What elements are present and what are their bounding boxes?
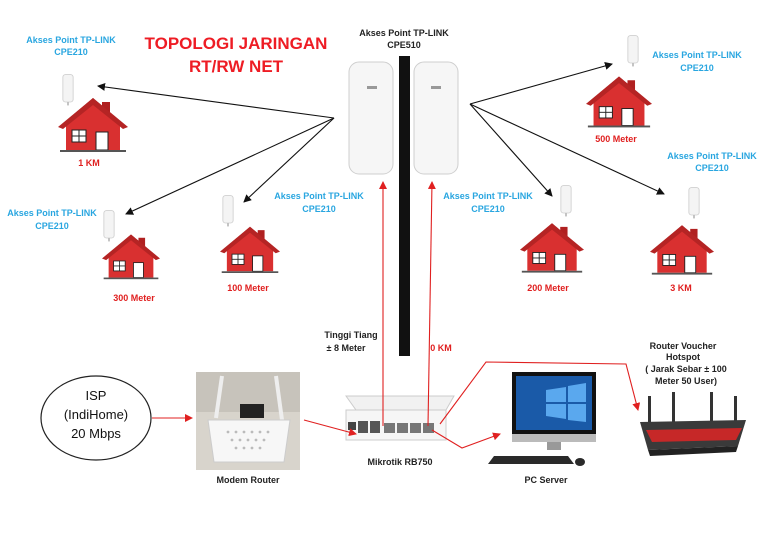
house-3km [650, 187, 714, 276]
tower-height-label-line2: ± 8 Meter [327, 343, 366, 353]
link-arrow-100m [243, 117, 335, 203]
voucher-router-label-line2: Hotspot [666, 352, 700, 362]
modem-router-label: Modem Router [217, 475, 280, 485]
link-modem-to-mikrotik [303, 419, 357, 437]
mikrotik-label: Mikrotik RB750 [367, 457, 432, 467]
center-access-point-right [413, 61, 459, 175]
isp-line3: 20 Mbps [71, 426, 121, 441]
tower-pole [399, 56, 410, 356]
house-1km [58, 74, 128, 152]
pc-server-label: PC Server [524, 475, 568, 485]
house-200m-ap-label-line1: Akses Point TP-LINK [443, 191, 533, 201]
house-200m-ap-label-line2: CPE210 [471, 204, 505, 214]
house-100m [220, 195, 280, 274]
link-mikrotik-to-pc [431, 429, 501, 449]
isp-line2: (IndiHome) [64, 407, 128, 422]
voucher-router-label-line4: Meter 50 User) [655, 376, 717, 386]
link-mikrotik-to-voucher-router [439, 361, 641, 425]
house-3km-ap-label-line2: CPE210 [695, 163, 729, 173]
center-distance-label: 0 KM [430, 343, 452, 353]
pc-server-image [488, 372, 596, 466]
house-100m-ap-label-line1: Akses Point TP-LINK [274, 191, 364, 201]
isp-ellipse [40, 375, 152, 461]
house-500m-ap-label-line2: CPE210 [680, 63, 714, 73]
isp-line1: ISP [86, 388, 107, 403]
house-100m-distance: 100 Meter [227, 283, 269, 293]
house-500m-ap-label-line1: Akses Point TP-LINK [652, 50, 742, 60]
house-300m-ap-label-line1: Akses Point TP-LINK [7, 208, 97, 218]
voucher-router-label-line3: ( Jarak Sebar ± 100 [645, 364, 727, 374]
house-100m-ap-label-line2: CPE210 [302, 204, 336, 214]
house-500m [586, 35, 652, 128]
house-1km-ap-label-line2: CPE210 [54, 47, 88, 57]
center-ap-label-line2: CPE510 [387, 40, 421, 50]
title-line2: RT/RW NET [189, 57, 284, 76]
house-3km-ap-label-line1: Akses Point TP-LINK [667, 151, 757, 161]
house-500m-distance: 500 Meter [595, 134, 637, 144]
house-200m-distance: 200 Meter [527, 283, 569, 293]
link-arrow-300m [125, 117, 335, 215]
house-3km-distance: 3 KM [670, 283, 692, 293]
voucher-router-image [640, 392, 746, 456]
link-mikrotik-to-ap-right [427, 181, 436, 427]
title-line1: TOPOLOGI JARINGAN [145, 34, 328, 53]
center-ap-label-line1: Akses Point TP-LINK [359, 28, 449, 38]
house-1km-distance: 1 KM [78, 158, 100, 168]
mikrotik-router-image [345, 395, 455, 441]
link-arrow-3km [469, 103, 665, 195]
tower-height-label-line1: Tinggi Tiang [324, 330, 377, 340]
link-arrow-200m [469, 103, 553, 197]
house-300m-distance: 300 Meter [113, 293, 155, 303]
house-300m [102, 210, 160, 280]
center-access-point-left [348, 61, 394, 175]
link-arrow-1km [97, 82, 335, 119]
modem-router-image [196, 372, 300, 470]
house-1km-ap-label-line1: Akses Point TP-LINK [26, 35, 116, 45]
link-arrow-500m [469, 62, 613, 105]
house-300m-ap-label-line2: CPE210 [35, 221, 69, 231]
voucher-router-label-line1: Router Voucher [650, 341, 717, 351]
